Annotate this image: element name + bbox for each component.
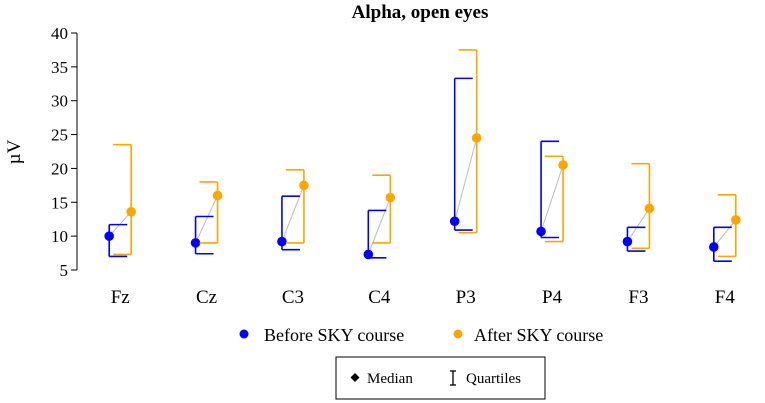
- series-legend: Before SKY course After SKY course: [239, 325, 603, 345]
- legend-marker-after: [453, 329, 463, 339]
- median-point: [277, 236, 287, 247]
- y-tick-label: 30: [51, 92, 68, 111]
- x-tick-label: Cz: [196, 287, 217, 308]
- y-tick-label: 10: [51, 227, 68, 246]
- error-bar-icon: [450, 370, 456, 386]
- y-tick-label: 15: [51, 193, 68, 212]
- median-connector: [713, 219, 737, 248]
- y-tick-label: 35: [51, 58, 68, 77]
- quartile-bar: [540, 140, 560, 239]
- quartile-bar: [545, 155, 564, 243]
- median-point: [363, 249, 374, 260]
- median-point: [190, 238, 201, 248]
- plot-area: [104, 49, 741, 262]
- quartile-bar: [285, 168, 305, 244]
- legend-marker-before: [239, 329, 249, 339]
- quartile-bar: [717, 194, 737, 258]
- legend-label-before: Before SKY course: [264, 325, 404, 345]
- symbol-legend-median: Median: [367, 371, 413, 387]
- x-tick-label: F3: [628, 287, 648, 308]
- median-point: [644, 203, 655, 214]
- median-connector: [281, 185, 305, 242]
- median-point: [385, 192, 396, 203]
- y-axis: 5 10 15 20 25 30 35 40: [51, 24, 78, 280]
- x-tick-label: P4: [542, 287, 563, 308]
- diamond-icon: [350, 373, 360, 382]
- median-point: [299, 180, 309, 191]
- quartile-bar: [108, 223, 128, 258]
- median-connector: [367, 197, 391, 255]
- y-tick-label: 20: [51, 159, 68, 178]
- quartile-bar: [453, 77, 473, 231]
- y-axis-label: µV: [4, 139, 25, 164]
- median-point: [104, 231, 114, 241]
- symbol-legend: Median Quartiles: [335, 356, 546, 400]
- legend-label-after: After SKY course: [474, 325, 603, 345]
- quartile-bar: [199, 181, 219, 244]
- median-point: [536, 226, 546, 237]
- x-tick-label: P3: [456, 287, 476, 308]
- median-point: [212, 190, 223, 201]
- median-connector: [195, 195, 219, 244]
- y-tick-label: 25: [51, 126, 68, 145]
- x-tick-label: Fz: [111, 287, 130, 308]
- x-tick-label: C3: [282, 287, 304, 308]
- median-point: [449, 216, 460, 227]
- x-tick-label: C4: [368, 287, 391, 308]
- median-point: [622, 236, 633, 247]
- median-point: [731, 215, 741, 225]
- median-connector: [454, 137, 478, 222]
- quartile-bar: [194, 215, 214, 255]
- y-tick-label: 5: [60, 261, 69, 280]
- y-tick-label: 40: [51, 24, 68, 43]
- quartile-bar: [372, 174, 392, 244]
- quartile-bar: [113, 143, 132, 256]
- x-axis-labels: Fz Cz C3 C4 P3 P4 F3 F4: [111, 287, 736, 308]
- median-point: [558, 160, 568, 170]
- median-point: [126, 206, 136, 217]
- chart-title: Alpha, open eyes: [352, 2, 489, 23]
- median-connector: [627, 208, 650, 242]
- median-point: [709, 242, 719, 252]
- symbol-legend-quartiles: Quartiles: [466, 371, 521, 387]
- median-connector: [540, 164, 564, 232]
- x-tick-label: F4: [715, 287, 736, 308]
- symbol-legend-box: [335, 356, 546, 400]
- median-point: [471, 133, 482, 143]
